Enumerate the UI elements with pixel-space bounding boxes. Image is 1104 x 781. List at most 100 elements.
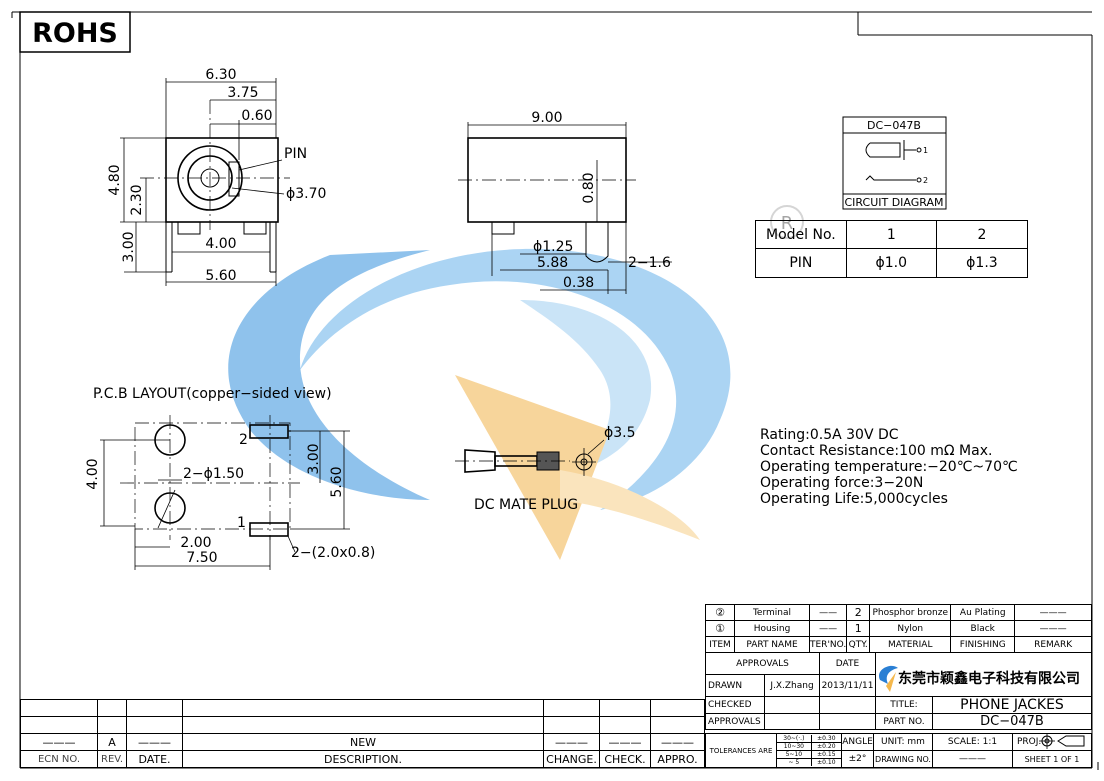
bom-table: ② Terminal —— 2 Phosphor bronze Au Plati…: [705, 604, 1092, 653]
rev-label: REV.: [97, 750, 127, 768]
pin-label: PIN: [284, 146, 307, 162]
dim-front-hole-dia: ϕ3.70: [286, 186, 326, 202]
check-label: CHECK.: [599, 750, 651, 768]
title-block: APPROVALS DATE DRAWN J.X.Zhang 2013/11/1…: [705, 652, 1092, 730]
pin-table: Model No. 1 2 PIN ϕ1.0 ϕ1.3: [755, 220, 1029, 278]
checked-date: [819, 696, 876, 714]
bom-material: Phosphor bronze: [869, 604, 952, 621]
rohs-badge: ROHS: [19, 11, 131, 53]
approvals-by: [764, 713, 820, 730]
title-value: PHONE JACKES: [932, 696, 1092, 714]
pcb-dim-height-56: 5.60: [329, 466, 345, 497]
appro-label: APPRO.: [650, 750, 705, 768]
bom-part: Terminal: [734, 604, 810, 621]
spec-line: Operating Life:5,000cycles: [760, 491, 948, 507]
tol-range: ~ 5: [777, 758, 812, 766]
bom-finishing: Black: [950, 620, 1016, 637]
angle-label: ANGLE: [841, 733, 874, 751]
front-view: 6.30 3.75 0.60 PIN ϕ3.70 4.80 2.30 3.00 …: [107, 67, 326, 286]
dim-side-pin-pos: 5.88: [537, 255, 568, 271]
revision-block: ——— A ——— NEW ——— ——— ——— ECN NO. REV. D…: [20, 699, 705, 768]
date-header: DATE: [819, 652, 876, 675]
pin-table-header: 2: [935, 220, 1029, 249]
dim-side-pin-height: 0.80: [581, 172, 597, 203]
tolerance-block: TOLERANCES ARE 30~(·.)±0.30 10~30±0.20 5…: [705, 733, 1092, 768]
dim-front-pin-offset: 0.60: [241, 108, 272, 124]
bom-item: ①: [705, 620, 735, 637]
sheet-border: [11, 11, 1099, 770]
tol-value: ±0.15: [811, 750, 841, 759]
pcb-dim-slot: 2−(2.0x0.8): [291, 545, 375, 561]
bom-ter: ——: [808, 604, 848, 621]
spec-line: Contact Resistance:100 mΩ Max.: [760, 443, 992, 459]
side-view: 9.00 0.80 ϕ1.25 5.88 2−1.6 0.38: [458, 110, 672, 294]
rev-dash: ———: [650, 733, 705, 751]
checked-by: [764, 696, 820, 714]
scale: SCALE: 1:1: [932, 733, 1013, 751]
company-cell: [875, 652, 1092, 697]
bom-header-material: MATERIAL: [869, 636, 952, 653]
dim-front-leg-length: 3.00: [121, 231, 137, 262]
dim-front-leg-inner: 4.00: [205, 236, 236, 252]
bom-part: Housing: [734, 620, 810, 637]
approvals-header: APPROVALS: [705, 652, 820, 675]
drawn-by: J.X.Zhang: [764, 674, 820, 697]
bom-remark: ———: [1014, 604, 1092, 621]
pcb-pad1: 1: [237, 515, 246, 531]
bom-header-remark: REMARK: [1014, 636, 1092, 653]
tol-range: 30~(·.): [777, 735, 812, 743]
pcb-dim-width-2: 2.00: [180, 535, 211, 551]
dim-front-height: 4.80: [107, 164, 123, 195]
approvals-label: APPROVALS: [705, 713, 765, 730]
rev-value: A: [97, 733, 127, 751]
spec-line: Operating force:3−20N: [760, 475, 923, 491]
checked-label: CHECKED: [705, 696, 765, 714]
tol-range: 10~30: [777, 742, 812, 751]
pcb-pad2: 2: [239, 432, 248, 448]
rev-dash: ———: [543, 733, 600, 751]
bom-header-finishing: FINISHING: [950, 636, 1016, 653]
drawn-label: DRAWN: [705, 674, 765, 697]
pin-table-header: 1: [845, 220, 937, 249]
bom-header-item: ITEM: [705, 636, 735, 653]
drawing-no-label: DRAWING NO.: [873, 750, 933, 768]
circuit-model: DC−047B: [867, 119, 921, 132]
drawing-no-value: ———: [932, 750, 1013, 768]
description-label: DESCRIPTION.: [182, 750, 544, 768]
mate-plug-dim: ϕ3.5: [604, 425, 636, 441]
bom-item: ②: [705, 604, 735, 621]
pin-table-cell: ϕ1.3: [935, 248, 1029, 278]
rohs-label: ROHS: [32, 18, 118, 49]
circuit-pin2: 2: [923, 176, 928, 185]
pcb-title: P.C.B LAYOUT(copper−sided view): [93, 386, 332, 402]
dim-side-pin-range: 2−1.6: [628, 255, 671, 271]
pcb-dim-height-3: 3.00: [306, 443, 322, 474]
dim-front-overall-width: 6.30: [205, 67, 236, 83]
ecn-label: ECN NO.: [20, 750, 98, 768]
rev-description: NEW: [182, 733, 544, 751]
bom-header-part: PART NAME: [734, 636, 810, 653]
bom-qty: 2: [846, 604, 871, 621]
pin-table-cell: PIN: [755, 248, 847, 278]
pcb-dim-hole-dia: 2−ϕ1.50: [183, 466, 244, 482]
rev-dash: ———: [126, 733, 183, 751]
pcb-dim-width-75: 7.50: [186, 550, 217, 566]
rev-dash: ———: [599, 733, 651, 751]
bom-header-qty: QTY.: [846, 636, 871, 653]
bom-material: Nylon: [869, 620, 952, 637]
change-label: CHANGE.: [543, 750, 600, 768]
bom-remark: ———: [1014, 620, 1092, 637]
mate-plug-label: DC MATE PLUG: [474, 497, 578, 513]
tol-value: ±0.10: [817, 759, 836, 766]
bom-qty: 1: [846, 620, 871, 637]
bom-header-ter: TER'NO.: [808, 636, 848, 653]
date-label: DATE.: [126, 750, 183, 768]
circuit-caption: CIRCUIT DIAGRAM: [845, 196, 944, 209]
mate-plug: ϕ3.5 DC MATE PLUG: [455, 425, 636, 513]
spec-list: Rating:0.5A 30V DC Contact Resistance:10…: [760, 427, 1018, 507]
rev-dash: ———: [20, 733, 98, 751]
title-label: TITLE:: [875, 696, 933, 714]
circuit-diagram: DC−047B 1 2 CIRCUIT DIAGRAM: [842, 116, 947, 210]
spec-line: Operating temperature:−20℃~70℃: [760, 459, 1018, 475]
pcb-dim-height-4: 4.00: [85, 458, 101, 489]
